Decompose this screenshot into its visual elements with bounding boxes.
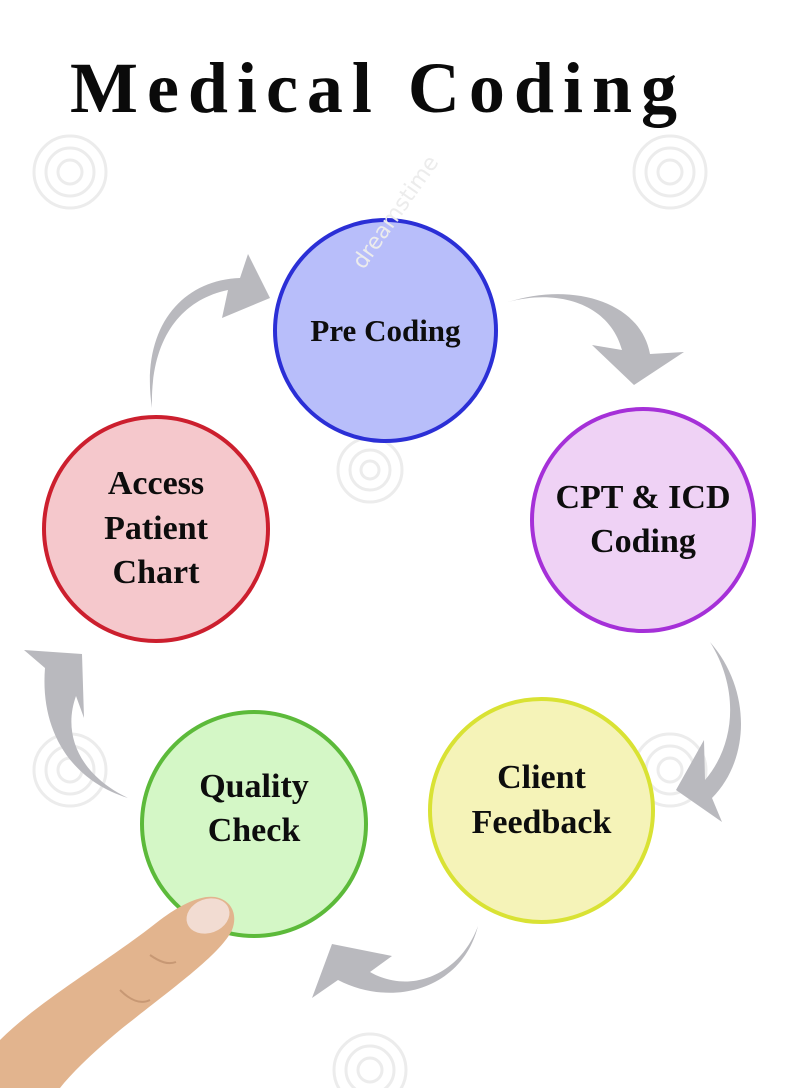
watermark-swirl-icon (632, 134, 708, 210)
node-quality-check: Quality Check (140, 710, 368, 938)
node-label: CPT & ICD Coding (555, 476, 730, 564)
finger-shape (0, 896, 235, 1088)
node-label-line: Access (107, 464, 205, 502)
node-label-line: Coding (590, 523, 696, 560)
curved-arrow-icon (149, 254, 270, 408)
curved-arrow-icon (24, 650, 128, 798)
node-label: Quality Check (199, 765, 309, 853)
node-label-line: Feedback (471, 803, 612, 841)
node-access-patient-chart: Access Patient Chart (42, 415, 270, 643)
fingernail-shape (186, 898, 230, 934)
node-label: Client Feedback (472, 756, 612, 844)
knuckle-crease (149, 954, 177, 965)
node-label-line: Check (207, 812, 301, 849)
node-label-line: Quality (199, 767, 309, 805)
node-pre-coding: Pre Coding (273, 218, 498, 443)
node-label-line: Patient (104, 509, 208, 547)
node-label-line: CPT & ICD (555, 478, 731, 516)
curved-arrow-icon (312, 926, 478, 998)
curved-arrow-icon (508, 294, 684, 385)
node-label-line: Client (497, 759, 586, 797)
node-label: Pre Coding (310, 312, 460, 350)
knuckle-crease (119, 989, 151, 1003)
curved-arrow-icon (676, 642, 741, 822)
node-cpt-icd-coding: CPT & ICD Coding (530, 407, 756, 633)
node-client-feedback: Client Feedback (428, 697, 655, 924)
node-label-line: Chart (112, 554, 200, 592)
watermark-swirl-icon (332, 1032, 408, 1088)
watermark-swirl-icon (32, 134, 108, 210)
node-label-line: Pre Coding (310, 312, 461, 348)
page-title: Medical Coding (70, 48, 687, 128)
node-label: Access Patient Chart (104, 462, 208, 597)
